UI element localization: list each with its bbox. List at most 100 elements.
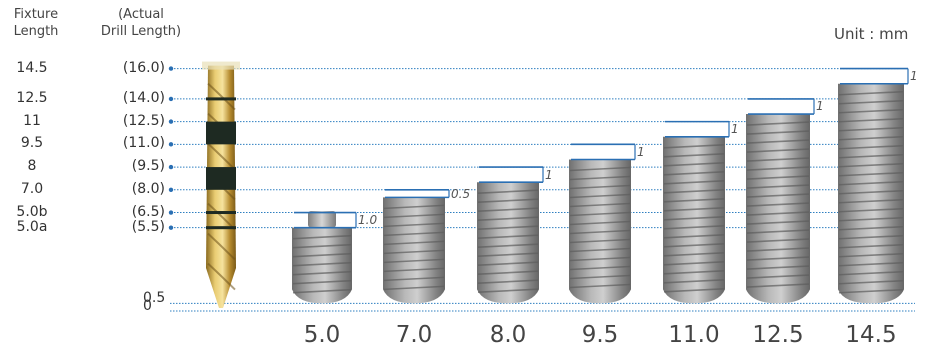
- implant-thread: [746, 265, 810, 270]
- level-marker-dot: [168, 187, 174, 192]
- level-marker-dot: [168, 66, 174, 71]
- implant-thread: [292, 252, 352, 258]
- implant-thread: [569, 238, 631, 244]
- implant-thread: [292, 234, 352, 240]
- drill-difference-label: 1: [637, 144, 645, 159]
- implant-thread: [838, 135, 904, 141]
- fixture-length-value: 5.0a: [16, 218, 48, 235]
- implant-fixture: [838, 83, 904, 304]
- implant-thread: [838, 252, 904, 258]
- drill-length-value: (12.5): [122, 112, 165, 129]
- implant-thread: [746, 148, 810, 153]
- implant-thread: [663, 197, 725, 203]
- implant-thread: [838, 153, 904, 159]
- unit-label: Unit : mm: [834, 25, 909, 43]
- drill-difference-label: 1.0: [358, 213, 378, 228]
- drill-length-value: (16.0): [122, 59, 165, 76]
- implant-thread: [663, 269, 725, 275]
- drill-length-header: (Actual Drill Length): [86, 6, 196, 40]
- drill-length-value: (14.0): [122, 89, 165, 106]
- implant-thread: [838, 288, 904, 294]
- implant-thread: [383, 276, 445, 282]
- implant-thread: [477, 234, 539, 240]
- implant-thread: [838, 108, 904, 114]
- implant-thread: [746, 202, 810, 207]
- implant-thread: [746, 220, 810, 225]
- implant-thread: [746, 166, 810, 171]
- implant-thread: [383, 249, 445, 255]
- drill-difference-label: 1: [731, 122, 739, 137]
- implant-thread: [477, 279, 539, 285]
- drill-length-value: (6.5): [131, 203, 165, 220]
- implant-thread: [746, 157, 810, 162]
- drill-difference-label: 1: [545, 167, 553, 182]
- implant-thread: [746, 139, 810, 144]
- drill-length-header-line1: (Actual: [118, 7, 164, 22]
- implant-fixture: [477, 182, 539, 304]
- implant-fixture: [383, 197, 445, 304]
- fixture-length-axis-label: 11.0: [668, 322, 720, 348]
- fixture-length-header-line2: Length: [13, 24, 59, 39]
- implant-thread: [477, 252, 539, 258]
- implant-body: [746, 114, 810, 304]
- drill-length-value: (5.5): [131, 218, 165, 235]
- fixture-length-value: 9.5: [20, 135, 44, 152]
- fixture-length-value: 8: [27, 158, 37, 175]
- implant-thread: [383, 231, 445, 237]
- implant-fixture: [663, 136, 725, 304]
- implant-thread: [746, 274, 810, 279]
- implant-thread: [746, 211, 810, 216]
- implant-thread: [663, 242, 725, 248]
- implant-thread: [477, 288, 539, 294]
- implant-thread: [746, 256, 810, 261]
- implant-thread: [663, 161, 725, 167]
- drill-length-value: (11.0): [122, 135, 165, 152]
- fixture-length-axis-label: 12.5: [752, 322, 804, 348]
- implant-thread: [663, 143, 725, 149]
- baseline-label: 0: [143, 298, 152, 314]
- implant-thread: [838, 126, 904, 132]
- implant-thread: [663, 278, 725, 284]
- fixture-length-axis-label: 14.5: [845, 322, 897, 348]
- implant-thread: [838, 99, 904, 105]
- implant-thread: [569, 220, 631, 226]
- implant-thread: [569, 184, 631, 190]
- implant-thread: [569, 193, 631, 199]
- implant-thread: [838, 225, 904, 231]
- drill-shank-top: [202, 61, 240, 70]
- drill-depth-band: [206, 167, 236, 190]
- implant-thread: [838, 90, 904, 96]
- implant-thread: [838, 270, 904, 276]
- drill-difference-label: 0.5: [451, 186, 471, 201]
- implant-thread: [746, 283, 810, 288]
- implant-thread: [663, 206, 725, 212]
- implant-thread: [569, 166, 631, 172]
- baseline-label: 0.5: [143, 290, 166, 307]
- drill-depth-mark: [206, 226, 236, 230]
- drill-length-value: (9.5): [131, 158, 165, 175]
- fixture-length-axis-label: 9.5: [581, 322, 619, 348]
- implant-thread: [746, 130, 810, 135]
- fixture-length-axis-label: 5.0: [303, 322, 341, 348]
- level-marker-dot: [168, 164, 174, 170]
- drill-difference-label: 1: [816, 99, 824, 114]
- implant-thread: [477, 270, 539, 276]
- implant-thread: [569, 256, 631, 262]
- implant-thread: [383, 285, 445, 291]
- fixture-length-value: 5.0b: [16, 203, 48, 220]
- implant-thread: [292, 270, 352, 276]
- implant-thread: [292, 261, 352, 267]
- implant-thread: [746, 238, 810, 243]
- implant-thread: [838, 261, 904, 267]
- implant-thread: [477, 216, 539, 222]
- implant-abutment-collar: [308, 211, 336, 228]
- implant-thread: [838, 243, 904, 249]
- drill-length-value: (8.0): [131, 180, 165, 197]
- implant-thread: [292, 243, 352, 249]
- implant-thread: [569, 274, 631, 280]
- implant-thread: [838, 180, 904, 186]
- implant-thread: [383, 222, 445, 228]
- implant-thread: [663, 215, 725, 221]
- implant-thread: [569, 283, 631, 289]
